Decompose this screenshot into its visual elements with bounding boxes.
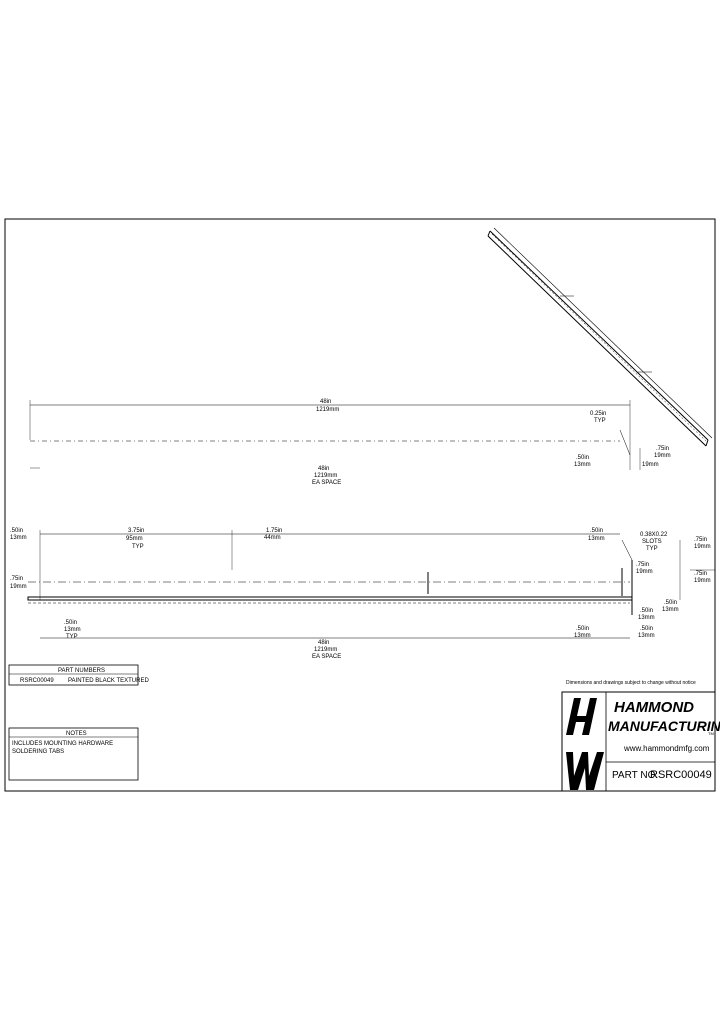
front-first-span: 3.75in xyxy=(128,528,144,534)
isometric-view xyxy=(487,227,713,447)
front-flange-metric: 13mm xyxy=(638,615,655,621)
front-end-metric: 13mm xyxy=(638,633,655,639)
front-slot-size: 0.38X0.22 xyxy=(640,532,668,538)
notes-title: NOTES xyxy=(66,731,87,737)
top-overall-length-metric: 1219mm xyxy=(316,407,339,413)
front-side-metric: 13mm xyxy=(64,627,81,633)
channel-body xyxy=(27,596,633,601)
top-hole-spacing-metric: 1219mm xyxy=(314,473,337,479)
front-right-offset-metric: 13mm xyxy=(588,536,605,542)
top-side-width: .75in xyxy=(656,446,669,452)
front-left-offset-metric: 13mm xyxy=(10,535,27,541)
part-no-label: PART NO. xyxy=(612,770,658,781)
front-slot-note: SLOTS xyxy=(642,539,662,545)
front-first-span-metric: 95mm xyxy=(126,536,143,542)
front-overall-length: 48in xyxy=(318,640,329,646)
top-bottom-offset-metric: 13mm xyxy=(574,462,591,468)
part-numbers-title: PART NUMBERS xyxy=(58,668,105,674)
top-side-metric-2: 19mm xyxy=(642,462,659,468)
part-number-description: PAINTED BLACK TEXTURED xyxy=(68,678,149,684)
top-side-width-metric: 19mm xyxy=(654,453,671,459)
front-height-metric: 19mm xyxy=(694,544,711,550)
front-side-note: TYP xyxy=(66,634,78,640)
front-side-right: .50in xyxy=(664,600,677,606)
part-numbers-box xyxy=(8,664,139,686)
company-name-line2: MANUFACTURING xyxy=(608,718,720,734)
front-bottom: .50in xyxy=(576,626,589,632)
front-view xyxy=(27,530,715,639)
disclaimer-text: Dimensions and drawings subject to chang… xyxy=(566,680,696,686)
top-overall-length: 48in xyxy=(320,399,331,405)
top-edge-offset-note: TYP xyxy=(594,418,606,424)
front-second-span: 1.75in xyxy=(266,528,282,534)
front-inner-height-metric: 19mm xyxy=(636,569,653,575)
top-bottom-offset: .50in xyxy=(576,455,589,461)
front-right-offset: .50in xyxy=(590,528,603,534)
note-line-2: SOLDERING TABS xyxy=(12,749,64,755)
title-block xyxy=(561,691,716,792)
trademark-mark: TM xyxy=(708,731,714,736)
front-overall-length-metric: 1219mm xyxy=(314,647,337,653)
front-first-span-note: TYP xyxy=(132,544,144,550)
top-edge-offset: 0.25in xyxy=(590,411,606,417)
top-view xyxy=(29,400,641,470)
front-left-offset: .50in xyxy=(10,528,23,534)
front-slot-typ: TYP xyxy=(646,546,658,552)
front-bottom-metric: 13mm xyxy=(574,633,591,639)
front-flange: .50in xyxy=(640,608,653,614)
front-second-span-metric: 44mm xyxy=(264,535,281,541)
company-website[interactable]: www.hammondmfg.com xyxy=(623,744,710,753)
dimension-labels: 48in 1219mm 48in 1219mm EA SPACE 0.25in … xyxy=(10,399,711,660)
front-side: .50in xyxy=(64,620,77,626)
notes-box xyxy=(8,727,139,781)
front-left-height: .75in xyxy=(10,576,23,582)
front-side-right-metric: 13mm xyxy=(662,607,679,613)
note-line-1: INCLUDES MOUNTING HARDWARE xyxy=(12,741,113,747)
front-flange-height-metric: 19mm xyxy=(694,578,711,584)
front-inner-height: .75in xyxy=(636,562,649,568)
front-height: .75in xyxy=(694,537,707,543)
front-end: .50in xyxy=(640,626,653,632)
hammond-logo xyxy=(566,698,604,790)
front-left-height-metric: 19mm xyxy=(10,584,27,590)
front-overall-note: EA SPACE xyxy=(312,654,341,660)
part-number-value: RSRC00049 xyxy=(20,678,54,684)
top-hole-spacing: 48in xyxy=(318,466,329,472)
sheet-border xyxy=(4,218,716,792)
company-name-line1: HAMMOND xyxy=(614,699,694,716)
part-no-value: RSRC00049 xyxy=(650,769,712,781)
front-flange-height: .75in xyxy=(694,571,707,577)
top-hole-spacing-note: EA SPACE xyxy=(312,480,341,486)
